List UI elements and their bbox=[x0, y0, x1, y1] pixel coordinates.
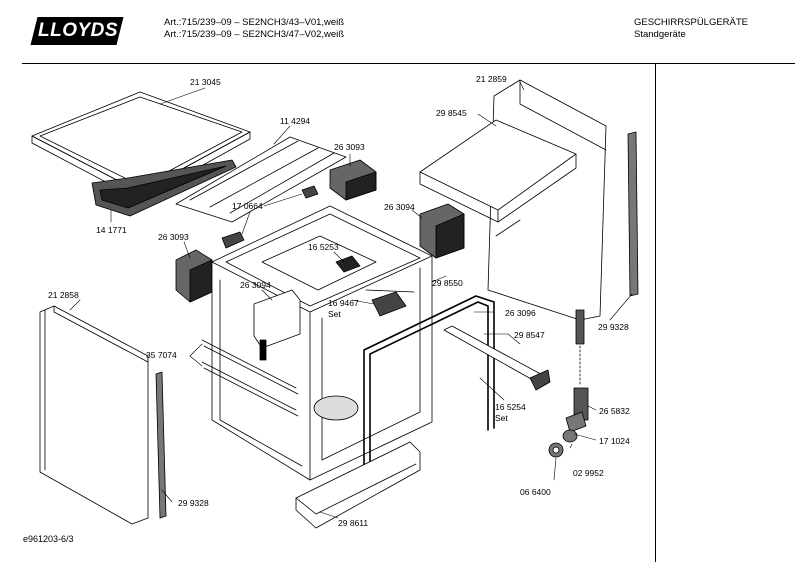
dishwasher-tub bbox=[211, 205, 433, 481]
header-divider bbox=[22, 63, 795, 64]
top-tray bbox=[419, 119, 577, 223]
article-line-1: Art.:715/239–09 – SE2NCH3/43–V01,weiß bbox=[164, 17, 345, 28]
part-label-263094-right: 26 3094 bbox=[384, 202, 415, 212]
leader-lines bbox=[69, 81, 633, 519]
part-label-212859: 21 2859 bbox=[476, 74, 507, 84]
drain-hose bbox=[565, 309, 589, 433]
part-label-299328-left: 29 9328 bbox=[178, 498, 209, 508]
part-label-213045: 21 3045 bbox=[190, 77, 221, 87]
part-label-029952: 02 9952 bbox=[573, 468, 604, 478]
part-label-263093-left: 26 3093 bbox=[158, 232, 189, 242]
side-panel-divider bbox=[655, 64, 656, 562]
part-labels: 21 3045 11 4294 26 3093 17 0664 14 1771 … bbox=[48, 74, 630, 528]
part-label-169467: 16 9467 bbox=[328, 298, 359, 308]
part-label-298550: 29 8550 bbox=[432, 278, 463, 288]
part-label-263094-inner: 26 3094 bbox=[240, 280, 271, 290]
part-label-165253: 16 5253 bbox=[308, 242, 339, 252]
brand-logo: LLOYDS bbox=[38, 20, 119, 41]
washers bbox=[548, 429, 578, 458]
subcategory-title: Standgeräte bbox=[634, 29, 686, 40]
base-plate bbox=[295, 441, 421, 529]
part-label-263093-top: 26 3093 bbox=[334, 142, 365, 152]
spray-arm bbox=[443, 325, 551, 391]
spray-assembly bbox=[365, 289, 415, 317]
part-label-165254-set: Set bbox=[495, 413, 508, 423]
basket-rails bbox=[201, 339, 299, 417]
part-label-170664: 17 0664 bbox=[232, 201, 263, 211]
part-label-298611: 29 8611 bbox=[338, 518, 368, 528]
heater-housing bbox=[253, 289, 301, 361]
part-label-169467-set: Set bbox=[328, 309, 341, 319]
hinge-bracket-left bbox=[175, 249, 213, 303]
front-trim-strip bbox=[91, 159, 237, 217]
part-label-265832: 26 5832 bbox=[599, 406, 630, 416]
left-seal-strip bbox=[155, 371, 167, 519]
article-line-2: Art.:715/239–09 – SE2NCH3/47–V02,weiß bbox=[164, 29, 345, 40]
part-label-357074: 35 7074 bbox=[146, 350, 177, 360]
part-label-299328-right: 29 9328 bbox=[598, 322, 629, 332]
small-clip bbox=[221, 185, 319, 249]
right-seal-strip bbox=[627, 131, 639, 297]
hinge-bracket-top bbox=[329, 159, 377, 201]
part-label-263096: 26 3096 bbox=[505, 308, 536, 318]
part-label-141771: 14 1771 bbox=[96, 225, 127, 235]
part-label-171024: 17 1024 bbox=[599, 436, 630, 446]
part-label-114294: 11 4294 bbox=[280, 116, 310, 126]
part-label-165254: 16 5254 bbox=[495, 402, 526, 412]
category-title: GESCHIRRSPÜLGERÄTE bbox=[634, 17, 749, 28]
part-label-298547: 29 8547 bbox=[514, 330, 545, 340]
part-label-212858: 21 2858 bbox=[48, 290, 79, 300]
part-label-298545: 29 8545 bbox=[436, 108, 467, 118]
dispenser-housing bbox=[419, 203, 465, 259]
insulation-mat bbox=[175, 136, 347, 223]
part-label-066400: 06 6400 bbox=[520, 487, 551, 497]
drawing-id: e961203-6/3 bbox=[23, 534, 74, 544]
left-side-panel bbox=[39, 305, 149, 525]
